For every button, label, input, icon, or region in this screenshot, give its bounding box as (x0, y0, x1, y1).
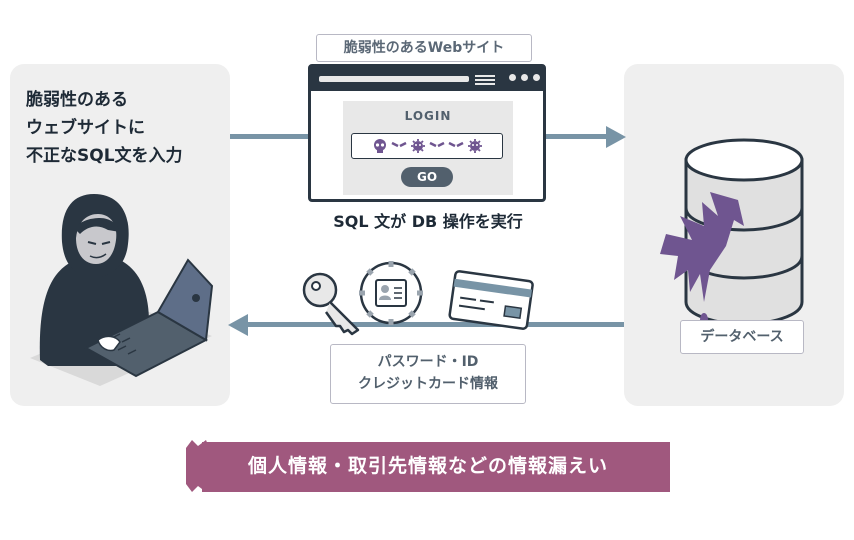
menu-icon (475, 75, 495, 77)
window-dot-icon (533, 74, 540, 81)
vulnerable-site-label: 脆弱性のあるWebサイト (316, 34, 532, 62)
leak-banner-shape (186, 440, 670, 492)
window-dot-icon (521, 74, 528, 81)
hacker-icon (30, 194, 214, 386)
angry-eyes-icon (428, 141, 445, 148)
sql-execution-caption: SQL 文が DB 操作を実行 (333, 212, 523, 231)
virus-icon (467, 139, 482, 153)
request-arrow-segment (230, 134, 310, 139)
credit-card-icon (448, 270, 534, 330)
request-arrow-head-icon (606, 126, 626, 148)
skull-icon (373, 139, 386, 153)
credentials-label-line-1: パスワード・ID (377, 354, 479, 370)
request-arrow-segment (546, 134, 612, 139)
virus-icon (410, 139, 425, 153)
response-arrow-head-icon (228, 314, 248, 336)
address-bar (319, 76, 469, 82)
attacker-caption-line-3: 不正なSQL文を入力 (26, 146, 183, 166)
angry-eyes-icon (390, 141, 407, 148)
credentials-label-line-2: クレジットカード情報 (358, 376, 498, 392)
key-icon (302, 272, 360, 336)
browser-window: LOGIN (308, 64, 546, 202)
angry-eyes-icon (447, 141, 464, 148)
login-form: LOGIN (343, 101, 513, 195)
response-arrow-line (244, 322, 624, 327)
attacker-caption-line-2: ウェブサイトに (26, 118, 145, 138)
menu-icon (475, 83, 495, 85)
id-gear-icon (359, 261, 423, 325)
leak-banner-text: 個人情報・取引先情報などの情報漏えい (247, 455, 608, 477)
browser-toolbar (311, 67, 543, 91)
attacker-caption: 脆弱性のある ウェブサイトに 不正なSQL文を入力 (26, 86, 183, 170)
database-icon (660, 138, 804, 327)
login-title: LOGIN (404, 109, 452, 123)
login-input[interactable] (351, 133, 503, 159)
go-button[interactable]: GO (401, 167, 453, 187)
credentials-label: パスワード・ID クレジットカード情報 (330, 344, 526, 404)
attacker-caption-line-1: 脆弱性のある (26, 90, 128, 110)
window-dot-icon (509, 74, 516, 81)
menu-icon (475, 79, 495, 81)
database-label: データベース (680, 320, 804, 354)
